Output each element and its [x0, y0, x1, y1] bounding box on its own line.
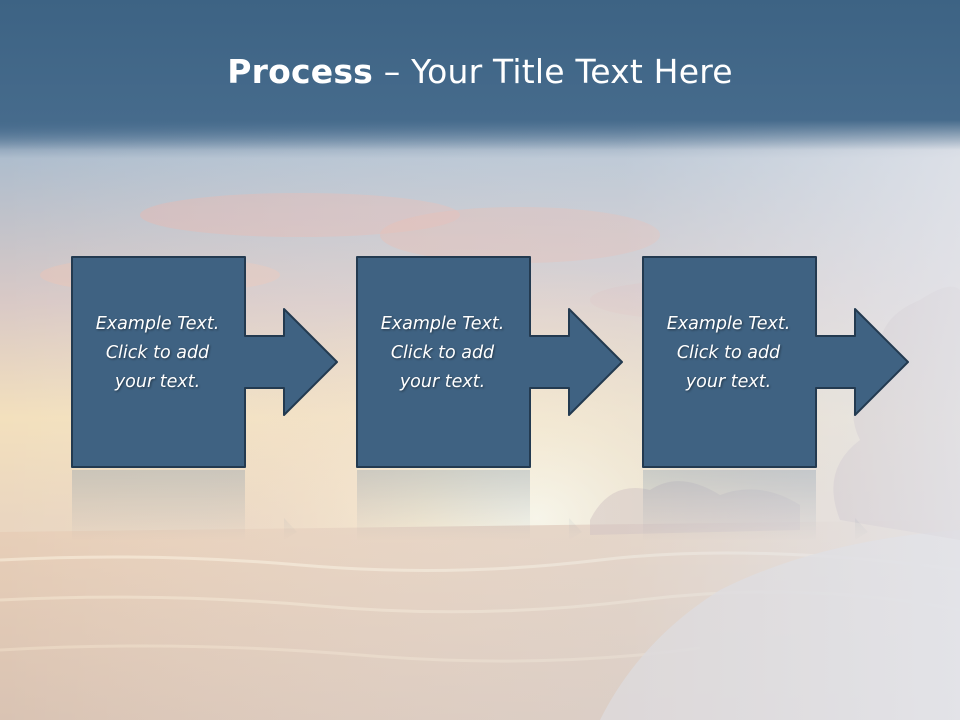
- step-3-text[interactable]: Example Text. Click to add your text.: [666, 314, 791, 392]
- slide-title-bold: Process: [227, 52, 374, 91]
- arrow-box-shape: [642, 256, 909, 468]
- arrow-box-shape: [71, 256, 338, 468]
- step-1-text[interactable]: Example Text. Click to add your text.: [95, 314, 220, 392]
- process-step-3-reflection: [642, 470, 912, 540]
- slide-title-rest: – Your Title Text Here: [373, 52, 733, 91]
- process-step-1[interactable]: Example Text. Click to add your text.: [71, 256, 341, 468]
- process-step-3[interactable]: Example Text. Click to add your text.: [642, 256, 912, 468]
- slide-title[interactable]: Process – Your Title Text Here: [0, 52, 960, 91]
- step-2-text[interactable]: Example Text. Click to add your text.: [380, 314, 505, 392]
- process-step-2-reflection: [356, 470, 626, 540]
- title-bar: [0, 0, 960, 150]
- arrow-box-shape: [356, 256, 623, 468]
- process-step-2[interactable]: Example Text. Click to add your text.: [356, 256, 626, 468]
- process-step-1-reflection: [71, 470, 341, 540]
